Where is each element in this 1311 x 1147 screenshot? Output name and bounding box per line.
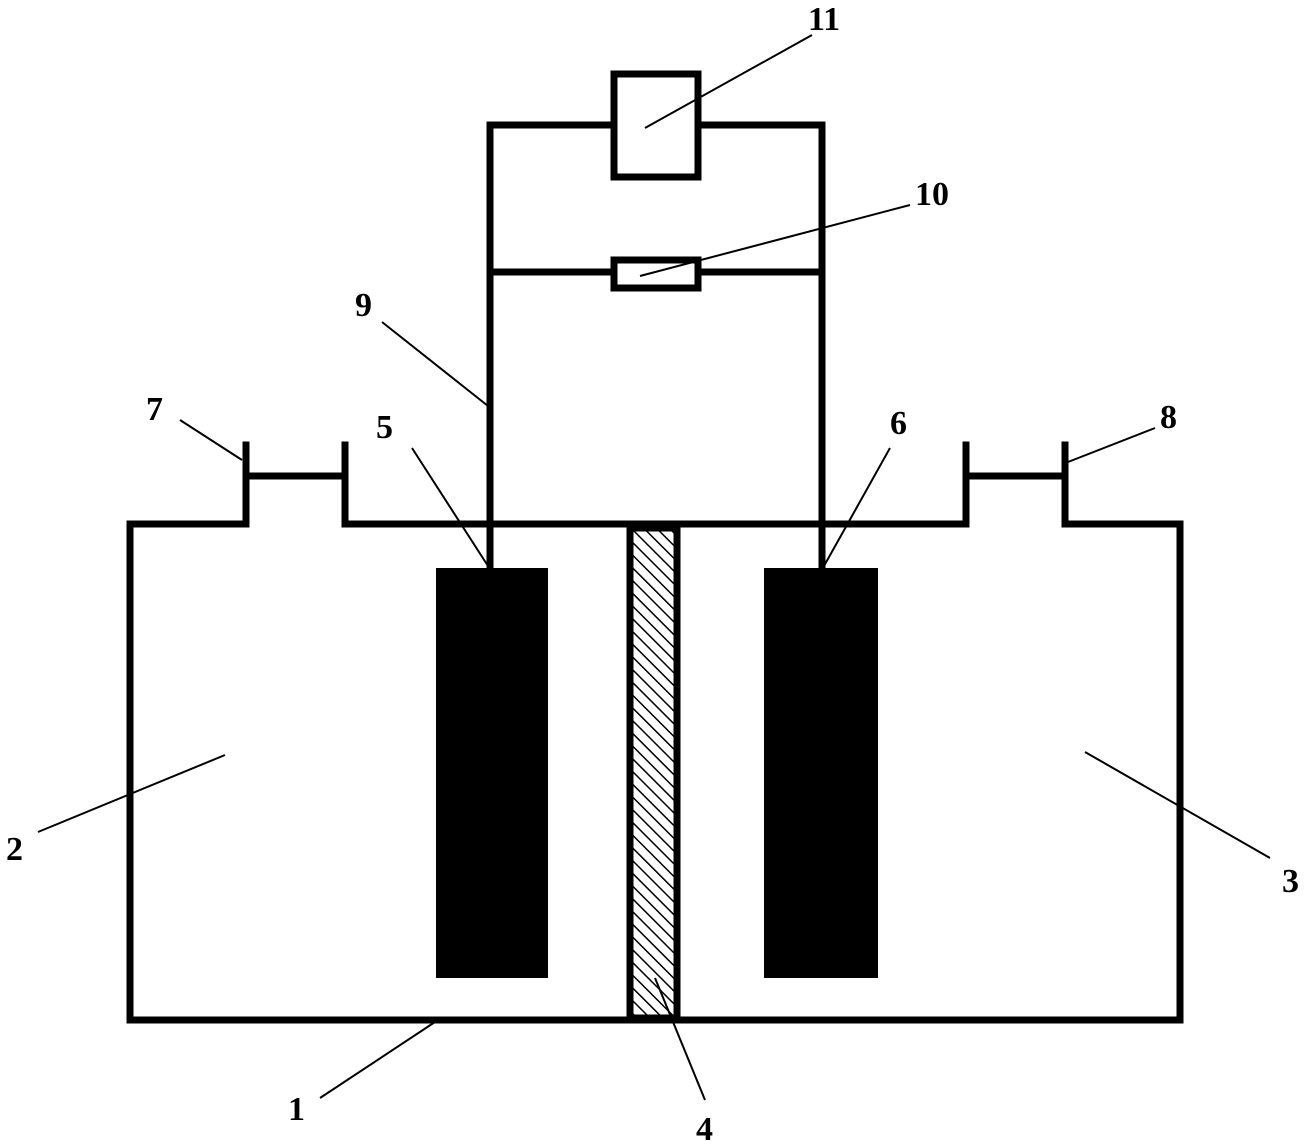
electrode-left — [436, 568, 548, 978]
label-7: 7 — [146, 391, 163, 428]
tank-outline — [126, 441, 1184, 1024]
meter-box — [610, 70, 702, 181]
leader-lines — [37, 34, 1271, 1101]
membrane — [626, 524, 681, 1022]
resistor-box — [610, 256, 702, 292]
label-6: 6 — [890, 405, 907, 442]
electrode-right — [764, 568, 878, 978]
label-4: 4 — [696, 1111, 713, 1147]
label-5: 5 — [376, 409, 393, 446]
label-3: 3 — [1282, 863, 1299, 900]
label-9: 9 — [355, 287, 372, 324]
label-1: 1 — [288, 1091, 305, 1128]
circuit-wire — [486, 121, 826, 572]
label-2: 2 — [6, 831, 23, 868]
label-11: 11 — [808, 1, 840, 38]
label-8: 8 — [1160, 399, 1177, 436]
label-10: 10 — [915, 176, 949, 213]
